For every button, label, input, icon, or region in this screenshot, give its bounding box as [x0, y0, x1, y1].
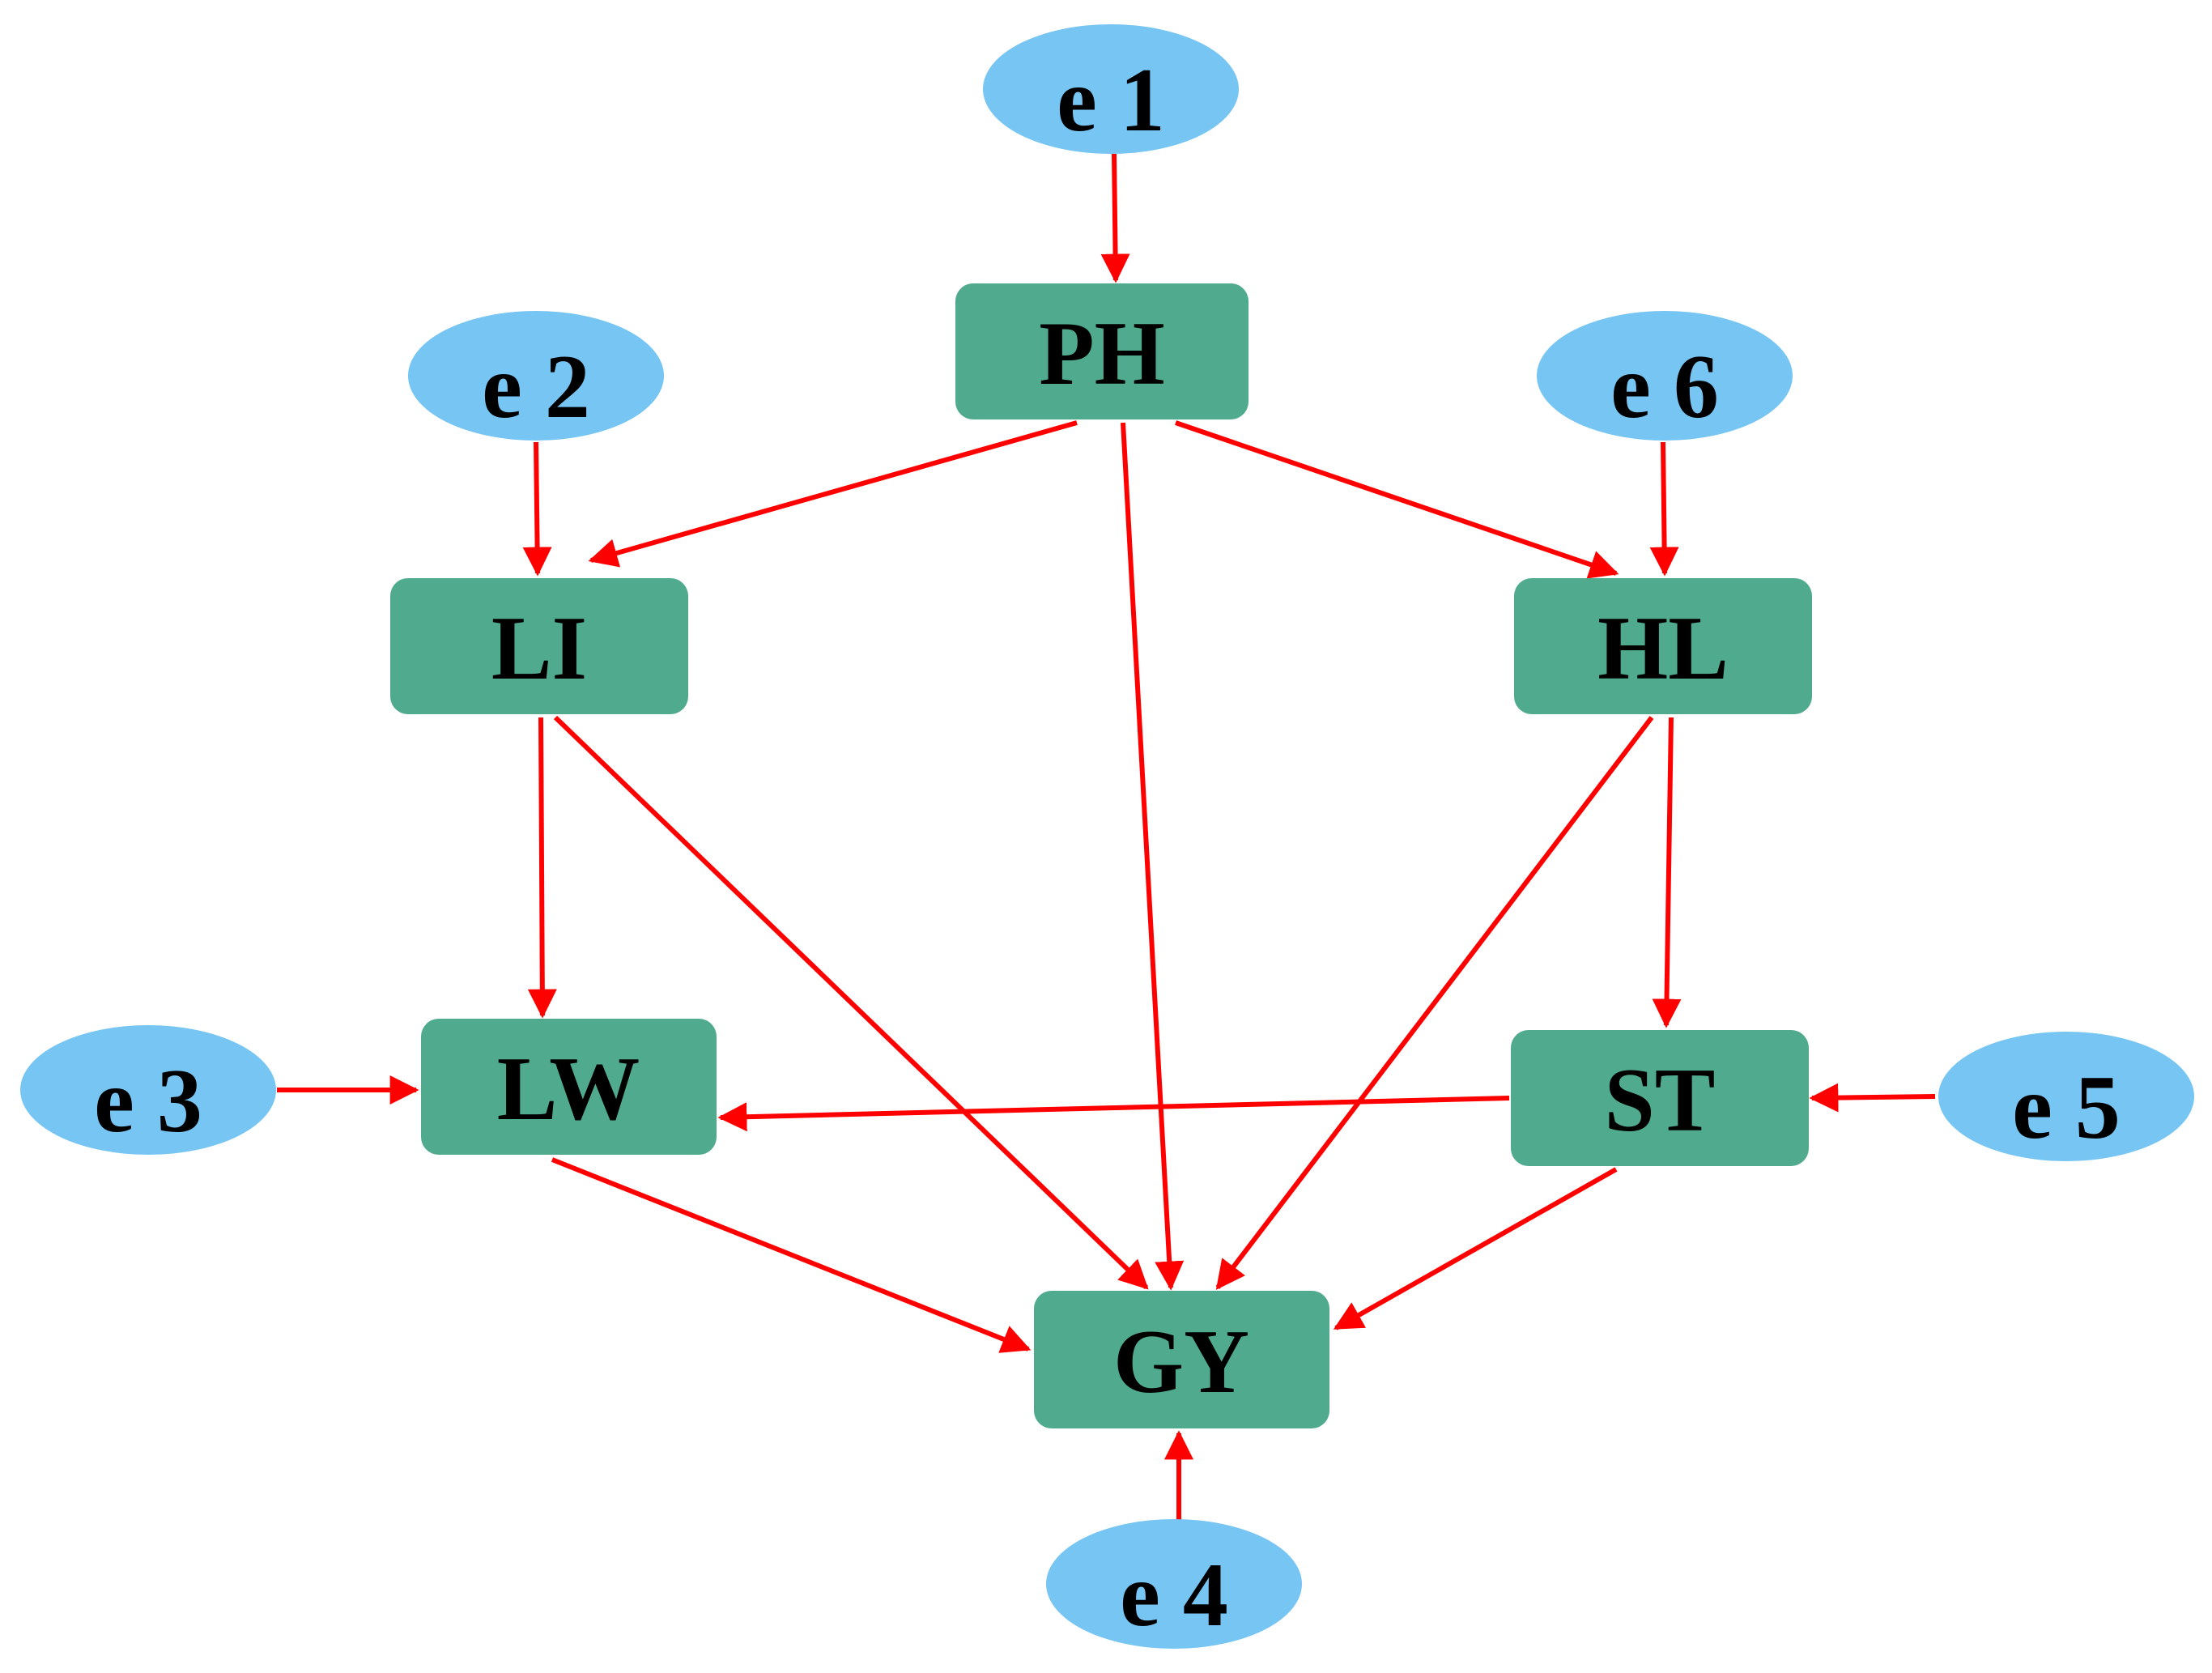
error-e4-label: e 4	[1120, 1545, 1228, 1645]
node-gy-label: GY	[1113, 1312, 1249, 1412]
error-e4: e 4	[1046, 1519, 1302, 1649]
node-lw: LW	[421, 1019, 717, 1155]
node-li-box	[390, 578, 688, 714]
node-gy-box	[1034, 1291, 1329, 1428]
error-e4-ellipse	[1046, 1519, 1302, 1649]
arrow-ph-to-hl	[1175, 420, 1619, 579]
error-e3: e 3	[20, 1025, 276, 1155]
error-e2-ellipse	[408, 311, 664, 441]
node-lw-label: LW	[497, 1039, 640, 1139]
arrow-e5-to-st	[1809, 1083, 1936, 1113]
error-e2: e 2	[408, 311, 664, 441]
edges	[277, 153, 1936, 1521]
error-e5: e 5	[1938, 1032, 2194, 1161]
node-st-box	[1511, 1030, 1809, 1166]
node-st: ST	[1511, 1030, 1809, 1166]
arrow-hl-to-st	[1652, 717, 1682, 1028]
error-e5-ellipse	[1938, 1032, 2194, 1161]
node-ph-label: PH	[1039, 304, 1165, 404]
arrow-lw-to-gy	[551, 1157, 1032, 1353]
node-hl-label: HL	[1597, 598, 1729, 699]
node-li: LI	[390, 578, 688, 714]
arrow-st-to-gy	[1333, 1167, 1618, 1330]
error-e6-ellipse	[1537, 311, 1793, 441]
arrow-st-to-lw	[717, 1096, 1510, 1132]
error-e2-label: e 2	[482, 337, 590, 437]
error-e6: e 6	[1537, 311, 1793, 441]
error-e3-ellipse	[20, 1025, 276, 1155]
error-e1: e 1	[983, 24, 1239, 154]
node-lw-box	[421, 1019, 717, 1155]
error-e1-label: e 1	[1057, 50, 1165, 151]
error-e6-label: e 6	[1610, 337, 1719, 437]
arrow-li-to-gy	[553, 715, 1149, 1290]
node-ph-box	[955, 283, 1249, 419]
error-e5-label: e 5	[2012, 1058, 2121, 1158]
error-e3-label: e 3	[94, 1051, 202, 1152]
arrow-li-to-lw	[527, 717, 557, 1019]
node-hl-box	[1514, 578, 1812, 714]
node-st-label: ST	[1605, 1050, 1716, 1151]
node-hl: HL	[1514, 578, 1812, 714]
node-ph: PH	[955, 283, 1249, 419]
error-e1-ellipse	[983, 24, 1239, 154]
arrow-e6-to-hl	[1649, 441, 1679, 577]
arrow-hl-to-gy	[1215, 716, 1654, 1290]
node-gy: GY	[1034, 1291, 1329, 1428]
arrow-ph-to-gy	[1121, 422, 1185, 1291]
node-li-label: LI	[491, 598, 587, 699]
arrow-e2-to-li	[522, 441, 552, 577]
arrow-e1-to-ph	[1100, 153, 1130, 283]
arrow-ph-to-li	[588, 420, 1078, 568]
